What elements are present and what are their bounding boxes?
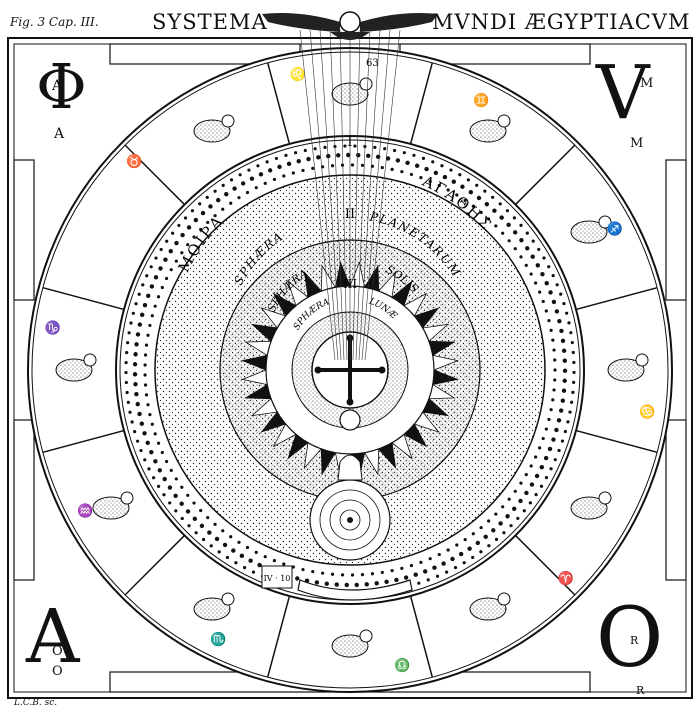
- zodiac-glyph: ♊: [473, 92, 489, 108]
- zodiac-creature-icon: [570, 491, 612, 520]
- beam-numeral-2: II: [345, 207, 355, 222]
- small-sphere: [339, 409, 361, 431]
- zodiac-figures: ♌ ♊ ♐ ♋ ♈ ♎ ♏ ♒ ♑ ♉: [45, 67, 655, 674]
- beam-numeral-1: I: [347, 135, 352, 150]
- zodiac-glyph: ♑: [45, 320, 61, 336]
- zodiac-creature-icon: [469, 114, 511, 143]
- beam-numeral-3: III: [343, 277, 357, 291]
- figure-label: Fig. 3 Cap. III.: [10, 15, 99, 29]
- light-beam: [299, 29, 401, 361]
- zodiac-creature-icon: [193, 114, 235, 143]
- corner-bottom-left-lower: O: [52, 664, 63, 679]
- corner-top-right-upper: M: [640, 76, 654, 91]
- human-figure-icon: [337, 454, 363, 481]
- zodiac-glyph: ♐: [607, 221, 623, 237]
- sphere-number: 63: [366, 58, 379, 69]
- zodiac-creature-icon: [92, 491, 134, 520]
- corner-top-left-upper: A: [52, 78, 63, 94]
- corner-bottom-right-inner: R: [630, 634, 639, 647]
- zodiac-creature-icon: [55, 353, 97, 382]
- corner-top-left: Φ A A: [30, 56, 100, 146]
- corner-bottom-left-main: A: [26, 594, 80, 680]
- zodiac-glyph: ♋: [639, 404, 655, 420]
- corner-top-right-lower: M: [630, 136, 644, 151]
- zodiac-glyph: ♉: [126, 154, 142, 170]
- book-label: IV · 10: [264, 574, 291, 583]
- corner-bottom-left-upper: O: [52, 644, 63, 659]
- zodiac-creature-icon: [193, 592, 235, 621]
- title-left: SYSTEMA: [152, 10, 268, 34]
- zodiac-creature-icon: [570, 215, 612, 244]
- corner-bottom-right: O R R: [596, 598, 682, 700]
- zodiac-glyph: ♈: [558, 570, 574, 586]
- zodiac-creature-icon: [331, 629, 373, 658]
- zodiac-glyph: ♒: [77, 503, 93, 519]
- corner-top-right: V M M: [596, 56, 676, 152]
- engraver-signature: L.C.B. sc.: [14, 698, 58, 708]
- corner-top-left-lower: A: [54, 126, 65, 142]
- zodiac-glyph: ♌: [290, 67, 306, 83]
- star-field: [124, 144, 576, 596]
- title-right: MVNDI ÆGYPTIACVM: [432, 10, 691, 34]
- corner-top-left-main: Φ: [36, 50, 87, 123]
- winged-sphere-icon: [262, 11, 438, 40]
- zodiac-creature-icon: [607, 353, 649, 382]
- corner-bottom-left: A O O: [26, 600, 106, 690]
- zodiac-glyph: ♏: [210, 632, 226, 648]
- zodiac-dividers: [42, 62, 658, 678]
- zodiac-creature-icon: [469, 592, 511, 621]
- corner-top-right-main: V: [596, 50, 650, 136]
- sun-rays: [241, 261, 459, 479]
- zodiac-glyph: ♎: [394, 657, 410, 673]
- corner-bottom-right-lower: R: [636, 684, 645, 697]
- corner-bottom-right-main: O: [596, 591, 664, 686]
- book-icon: IV · 10: [261, 565, 413, 601]
